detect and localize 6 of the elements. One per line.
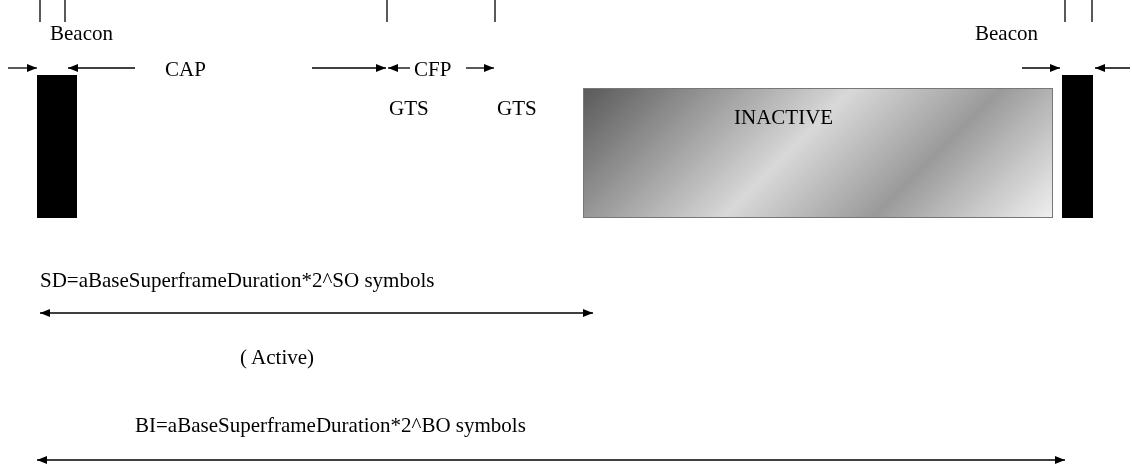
period-label: INACTIVE	[734, 105, 834, 129]
beacon-bar	[1062, 75, 1093, 218]
beacon-label: Beacon	[50, 21, 113, 45]
beacon-label: Beacon	[975, 21, 1038, 45]
beacon-bar	[37, 75, 77, 218]
inactive-period-box	[583, 88, 1053, 218]
